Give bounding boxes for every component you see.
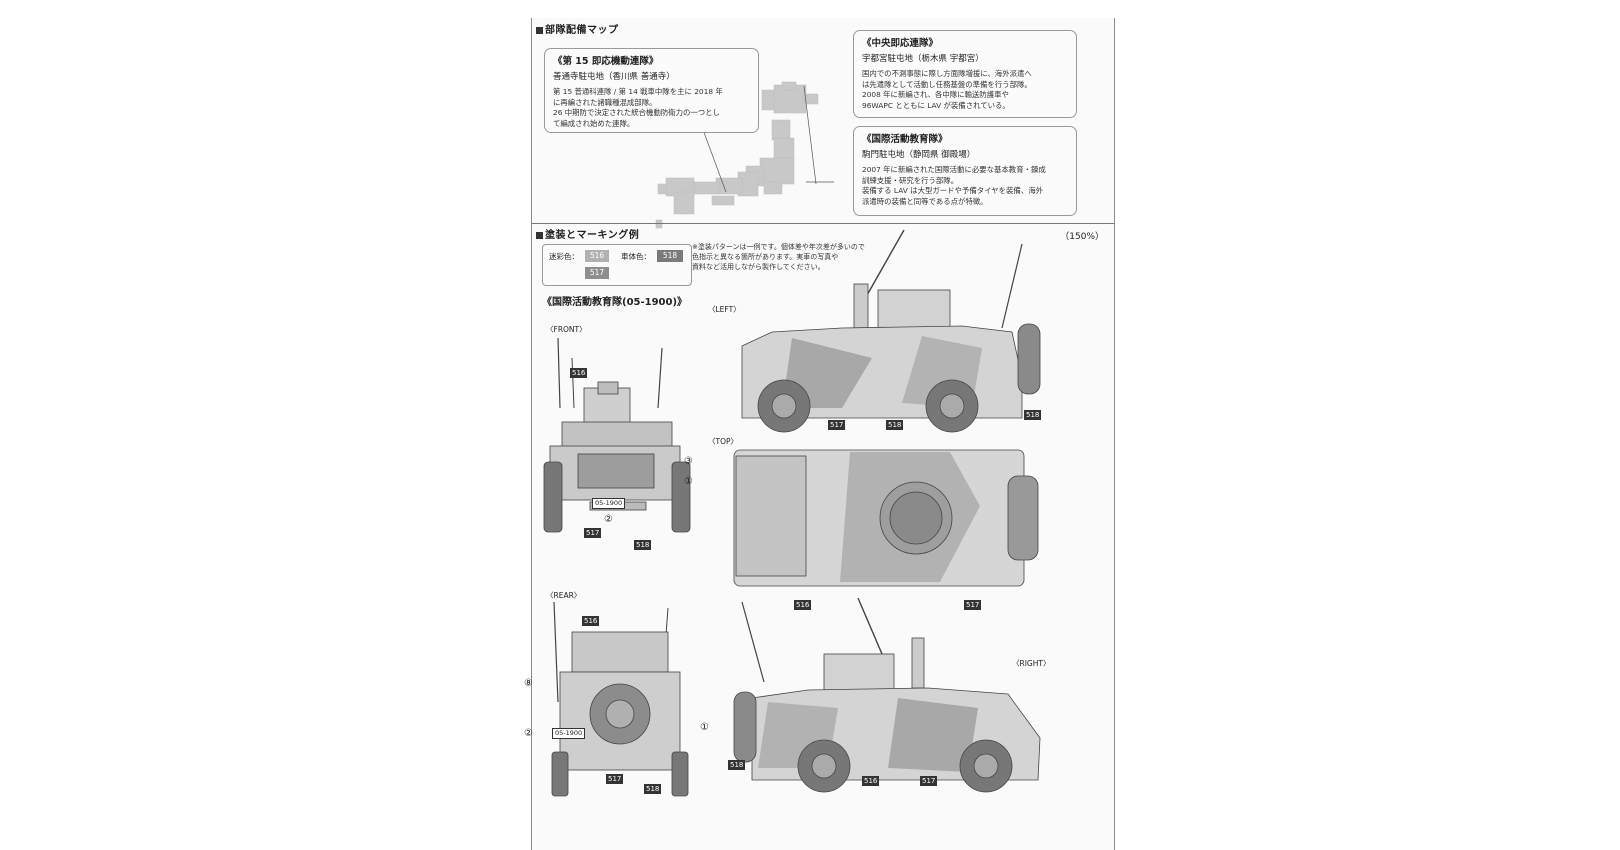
callout-central-regiment: 《中央即応連隊》 宇都宮駐屯地（栃木県 宇都宮） 国内での不測事態に際し方面隊増… — [853, 30, 1077, 118]
view-label-top: 〈TOP〉 — [708, 437, 739, 446]
color-legend: 迷彩色： 516 車体色： 518 517 — [542, 244, 692, 286]
section-divider — [532, 223, 1114, 224]
mark-516-top: 516 — [794, 600, 812, 610]
mark-c3-front: ③ — [684, 456, 693, 467]
japan-map — [655, 81, 834, 229]
square-bullet-icon — [536, 26, 543, 34]
vehicle-left-view — [741, 229, 1041, 433]
unit15-location: 善通寺駐屯地（香川県 善通寺） — [553, 72, 675, 82]
mark-c1-rear: ① — [700, 722, 709, 733]
chip-516: 516 — [585, 250, 609, 262]
central-title: 《中央即応連隊》 — [862, 38, 939, 49]
chip-518: 518 — [657, 250, 683, 262]
callout-intl-training-unit: 《国際活動教育隊》 駒門駐屯地（静岡県 御殿場） 2007 年に新編された国際活… — [853, 126, 1077, 216]
mark-c2-rear: ② — [524, 728, 533, 739]
intl-location: 駒門駐屯地（静岡県 御殿場） — [862, 150, 976, 160]
camo-color-label: 迷彩色： — [549, 252, 579, 261]
unit15-title: 《第 15 即応機動連隊》 — [553, 56, 659, 67]
mark-518-right: 518 — [728, 760, 746, 770]
body-color-label: 車体色： — [621, 252, 651, 261]
mark-517-rear: 517 — [606, 774, 624, 784]
mark-517-front: 517 — [584, 528, 602, 538]
view-label-front: 〈FRONT〉 — [546, 325, 587, 334]
mark-518-left-rear: 518 — [1024, 410, 1042, 420]
mark-518-rear: 518 — [644, 784, 662, 794]
vehicle-rear-view — [551, 602, 689, 797]
square-bullet-icon — [536, 231, 543, 239]
mark-516-front: 516 — [570, 368, 588, 378]
mark-516-rear: 516 — [582, 616, 600, 626]
scale-label: （150%） — [1060, 232, 1104, 242]
mark-c8-rear: ⑧ — [524, 678, 533, 689]
mark-518-front: 518 — [634, 540, 652, 550]
mark-516-right: 516 — [862, 776, 880, 786]
intl-title: 《国際活動教育隊》 — [862, 134, 948, 145]
intl-description: 2007 年に新編された国際活動に必要な基本教育・錬成 訓練支援・研究を行う部隊… — [862, 165, 1046, 206]
view-label-left: 〈LEFT〉 — [708, 305, 741, 314]
plate-rear: 05-1900 — [552, 728, 586, 739]
callout-15th-regiment: 《第 15 即応機動連隊》 善通寺駐屯地（香川県 善通寺） 第 15 普通科連隊… — [544, 48, 759, 133]
mark-c2-front: ② — [604, 514, 613, 525]
central-location: 宇都宮駐屯地（栃木県 宇都宮） — [862, 54, 984, 64]
mark-518-left: 518 — [886, 420, 904, 430]
chip-517: 517 — [585, 267, 609, 279]
example-title: 《国際活動教育隊(05-1900)》 — [542, 297, 688, 308]
plate-front: 05-1900 — [592, 498, 626, 509]
mark-517-left: 517 — [828, 420, 846, 430]
instruction-sheet: 部隊配備マップ — [524, 18, 1115, 850]
unit15-description: 第 15 普通科連隊 / 第 14 戦車中隊を主に 2018 年 に再編された諸… — [553, 87, 723, 128]
vehicle-top-view — [733, 449, 1039, 587]
mark-517-right: 517 — [920, 776, 938, 786]
view-label-rear: 〈REAR〉 — [546, 591, 582, 600]
mark-517-top: 517 — [964, 600, 982, 610]
vehicle-right-view — [733, 598, 1041, 793]
painting-section-title: 塗装とマーキング例 — [536, 226, 639, 241]
view-label-right: 〈RIGHT〉 — [1012, 659, 1051, 668]
painting-note: ※塗装パターンは一例です。個体差や年次差が多いので 色指示と異なる箇所があります… — [692, 243, 865, 271]
vehicle-front-view — [543, 338, 691, 533]
central-description: 国内での不測事態に際し方面隊増援に、海外派遣へ は先遣隊として活動し任務基盤の準… — [862, 69, 1032, 110]
mark-c1-front: ① — [684, 476, 693, 487]
deployment-section-title: 部隊配備マップ — [536, 21, 619, 36]
